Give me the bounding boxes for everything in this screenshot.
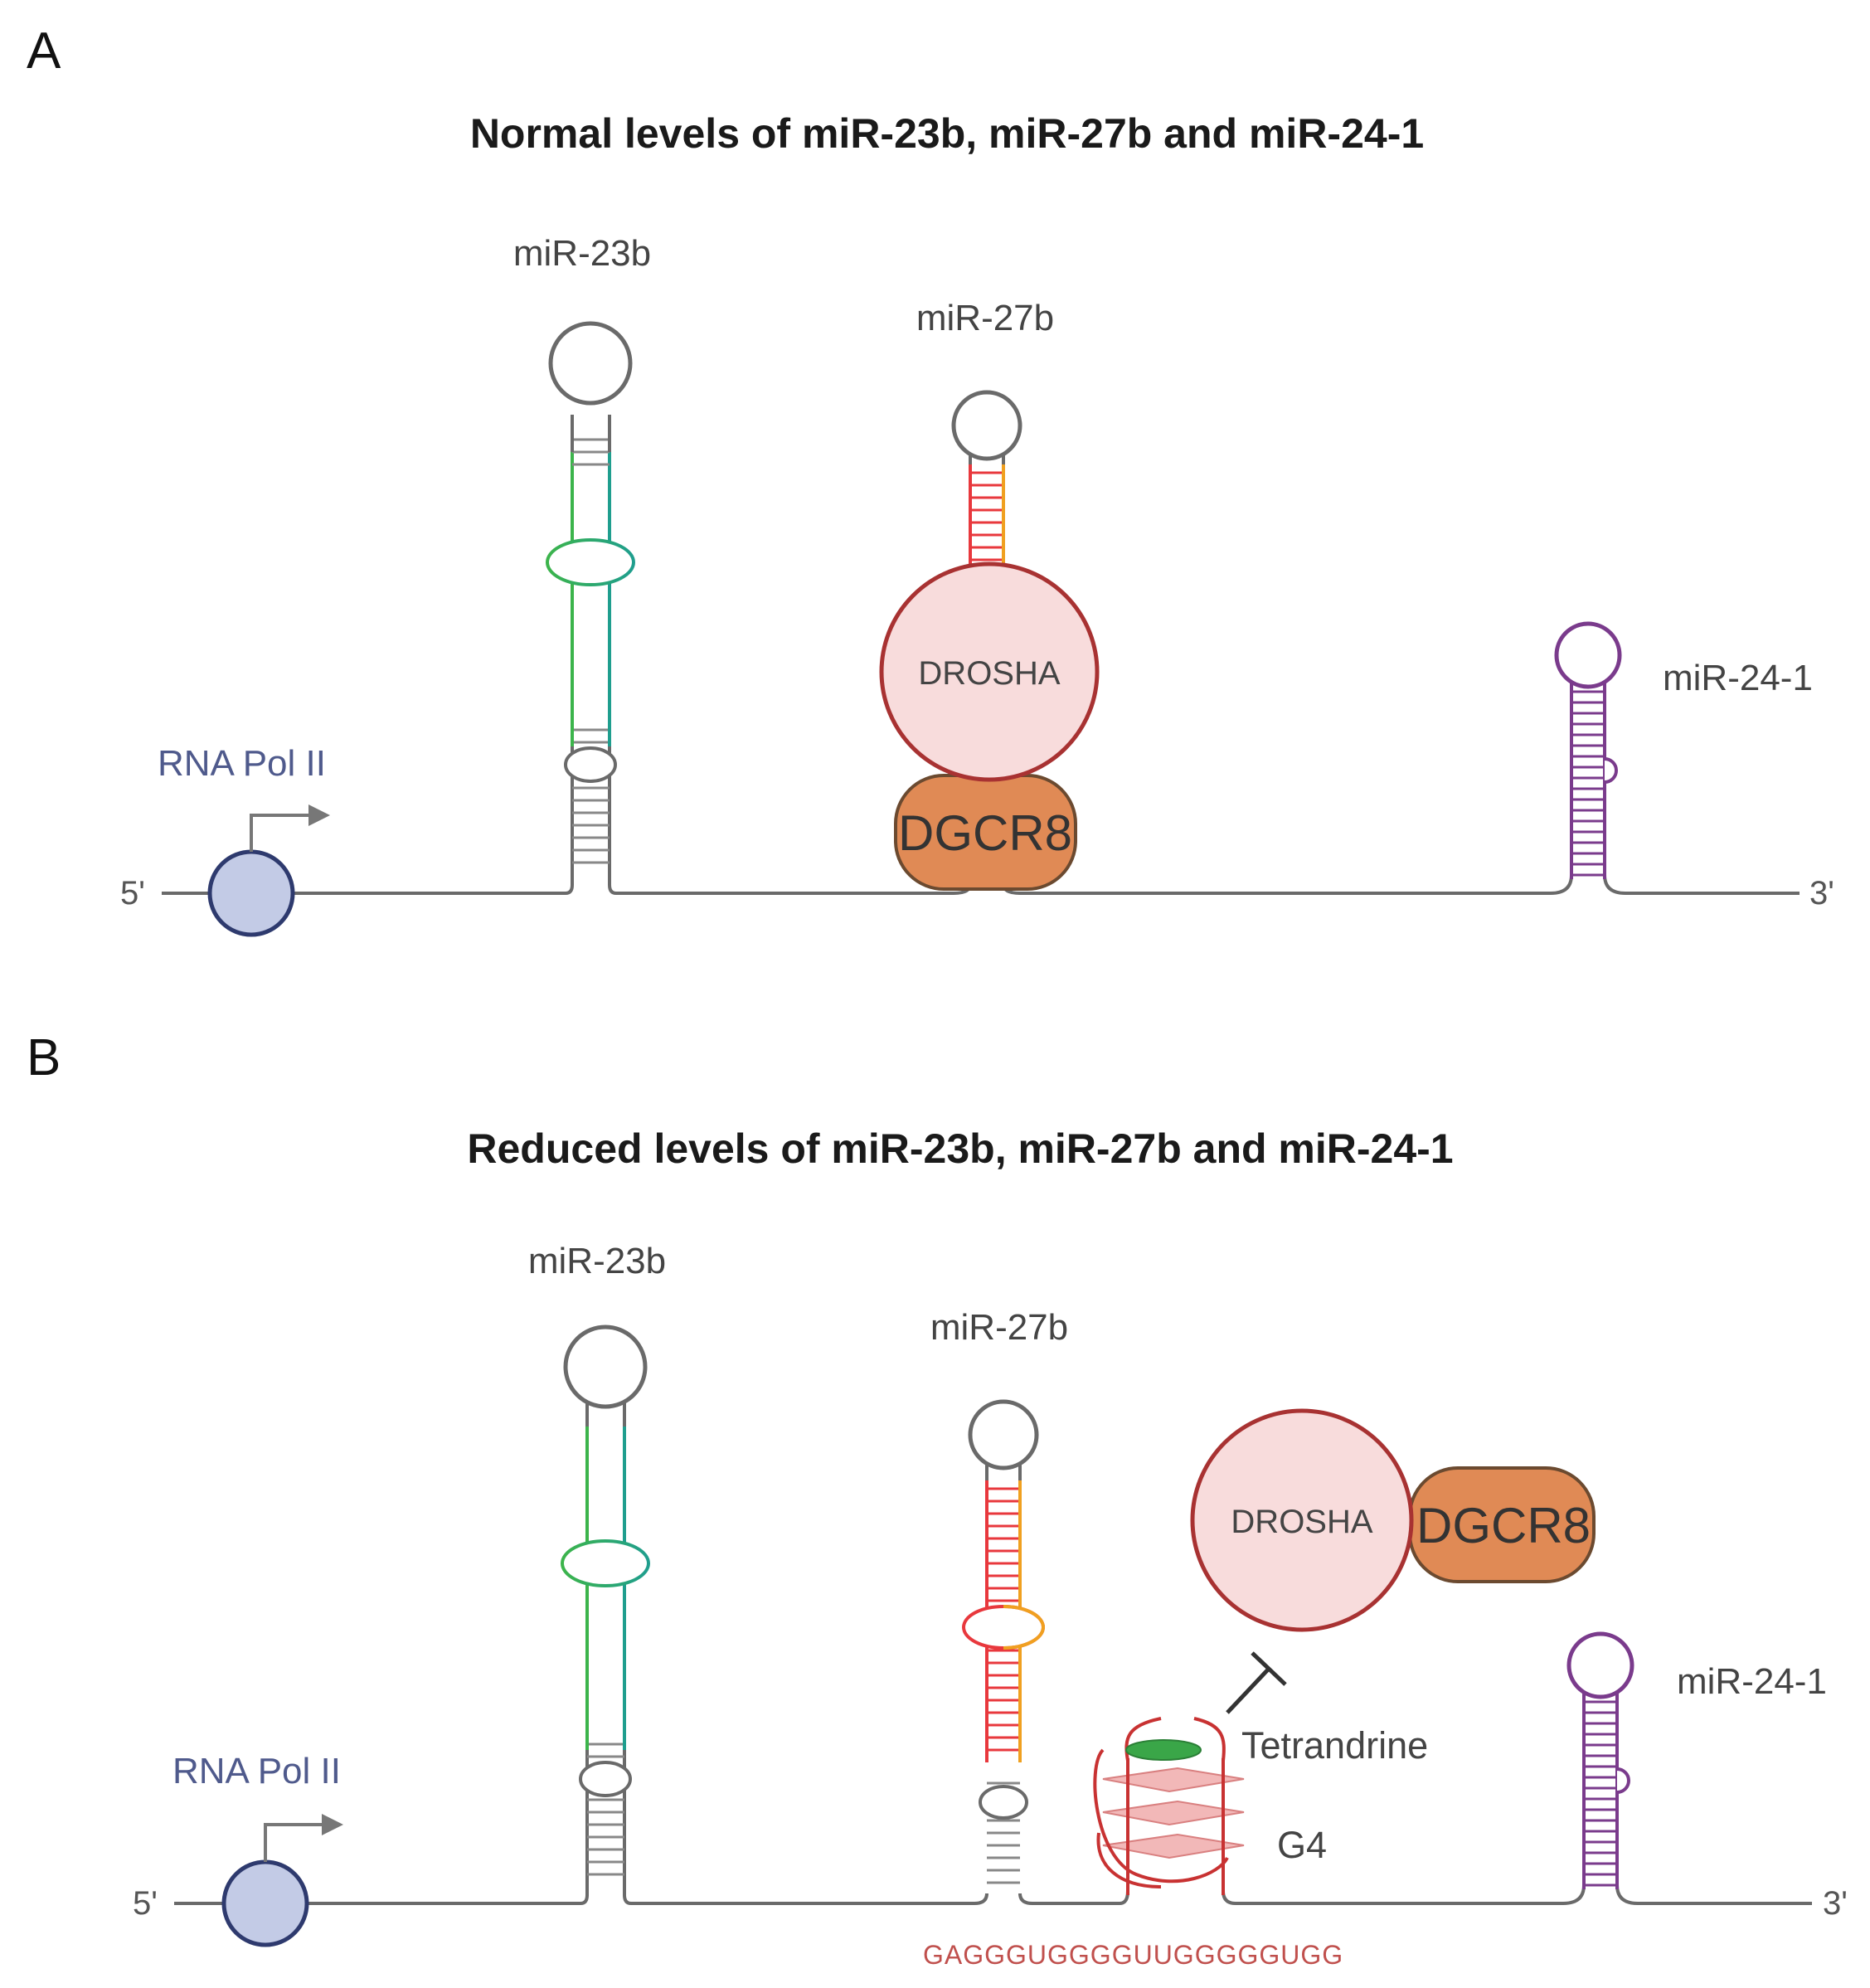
panel-b-mir241-label: miR-24-1 — [1677, 1661, 1827, 1702]
g4-label: G4 — [1277, 1824, 1327, 1866]
panel-b-rna-backbone — [174, 1418, 1812, 1905]
panel-a-mir23b-hairpin: miR-23b — [513, 233, 651, 864]
g4-sequence: GAGGGUGGGGUUGGGGGUGG — [923, 1940, 1343, 1970]
panel-a-letter: A — [27, 22, 61, 80]
panel-a-drosha — [879, 561, 1100, 782]
panel-b-drosha-label: DROSHA — [1231, 1504, 1372, 1540]
panel-b-drosha — [1190, 1408, 1414, 1632]
mir23b-terminal-loop — [548, 321, 633, 406]
panel-a-drosha-label: DROSHA — [918, 655, 1060, 692]
panel-b-mir23b-label: miR-23b — [528, 1241, 666, 1281]
panel-a-dgcr8-label: DGCR8 — [898, 805, 1072, 861]
mir27b-terminal-loop — [951, 390, 1022, 461]
g-tetrad-2 — [1102, 1800, 1245, 1826]
panel-a-three-prime: 3' — [1809, 875, 1834, 911]
panel-b-letter: B — [27, 1029, 61, 1086]
rna-pol-ii-circle-b — [221, 1859, 309, 1947]
panel-b-dgcr8-label: DGCR8 — [1416, 1498, 1591, 1553]
tetrandrine-label: Tetrandrine — [1241, 1724, 1428, 1767]
transcription-arrow-icon — [250, 814, 308, 852]
panel-b-title: Reduced levels of miR-23b, miR-27b and m… — [467, 1125, 1453, 1172]
mir241-terminal-loop-b — [1566, 1631, 1634, 1699]
panel-b-promoter-label: RNA Pol II — [172, 1751, 341, 1791]
panel-b-mir23b-hairpin: miR-23b — [528, 1241, 666, 1876]
panel-b-promoter: RNA Pol II — [172, 1751, 343, 1947]
panel-b: B Reduced levels of miR-23b, miR-27b and… — [27, 1029, 1848, 1970]
panel-b-mir241-hairpin: miR-24-1 — [1566, 1631, 1827, 1889]
rna-pol-ii-circle — [207, 849, 295, 937]
panel-a-promoter-label: RNA Pol II — [158, 743, 326, 784]
panel-a-title: Normal levels of miR-23b, miR-27b and mi… — [470, 110, 1424, 157]
panel-a-mir27b-hairpin: miR-27b DGCR8 DROSHA — [879, 298, 1100, 891]
panel-a-mir241-hairpin: miR-24-1 — [1554, 621, 1813, 879]
mir23b-terminal-loop-b — [563, 1325, 648, 1409]
panel-a: A Normal levels of miR-23b, miR-27b and … — [27, 22, 1834, 937]
panel-b-microprocessor: DGCR8 DROSHA — [1190, 1408, 1596, 1632]
panel-a-mir27b-label: miR-27b — [916, 298, 1054, 338]
mir27b-terminal-loop-b — [968, 1399, 1039, 1470]
panel-a-mir23b-label: miR-23b — [513, 233, 651, 274]
panel-b-mir27b-label: miR-27b — [930, 1307, 1068, 1348]
transcription-arrow-icon-b — [264, 1823, 322, 1862]
inhibition-symbol — [1226, 1651, 1287, 1714]
g-quadruplex — [1093, 1717, 1245, 1895]
g-tetrad-3 — [1102, 1833, 1245, 1859]
panel-b-five-prime: 5' — [133, 1885, 158, 1922]
panel-a-five-prime: 5' — [120, 875, 145, 911]
arrowhead-icon-b — [322, 1814, 343, 1835]
g-tetrad-1 — [1102, 1767, 1245, 1793]
tetrandrine-ligand — [1125, 1739, 1202, 1761]
arrowhead-icon — [308, 804, 330, 826]
panel-a-promoter: RNA Pol II — [158, 743, 330, 937]
panel-b-three-prime: 3' — [1823, 1885, 1848, 1922]
mir241-terminal-loop — [1554, 621, 1622, 689]
panel-a-mir241-label: miR-24-1 — [1663, 658, 1813, 698]
panel-b-mir27b-hairpin: miR-27b — [930, 1307, 1068, 1884]
